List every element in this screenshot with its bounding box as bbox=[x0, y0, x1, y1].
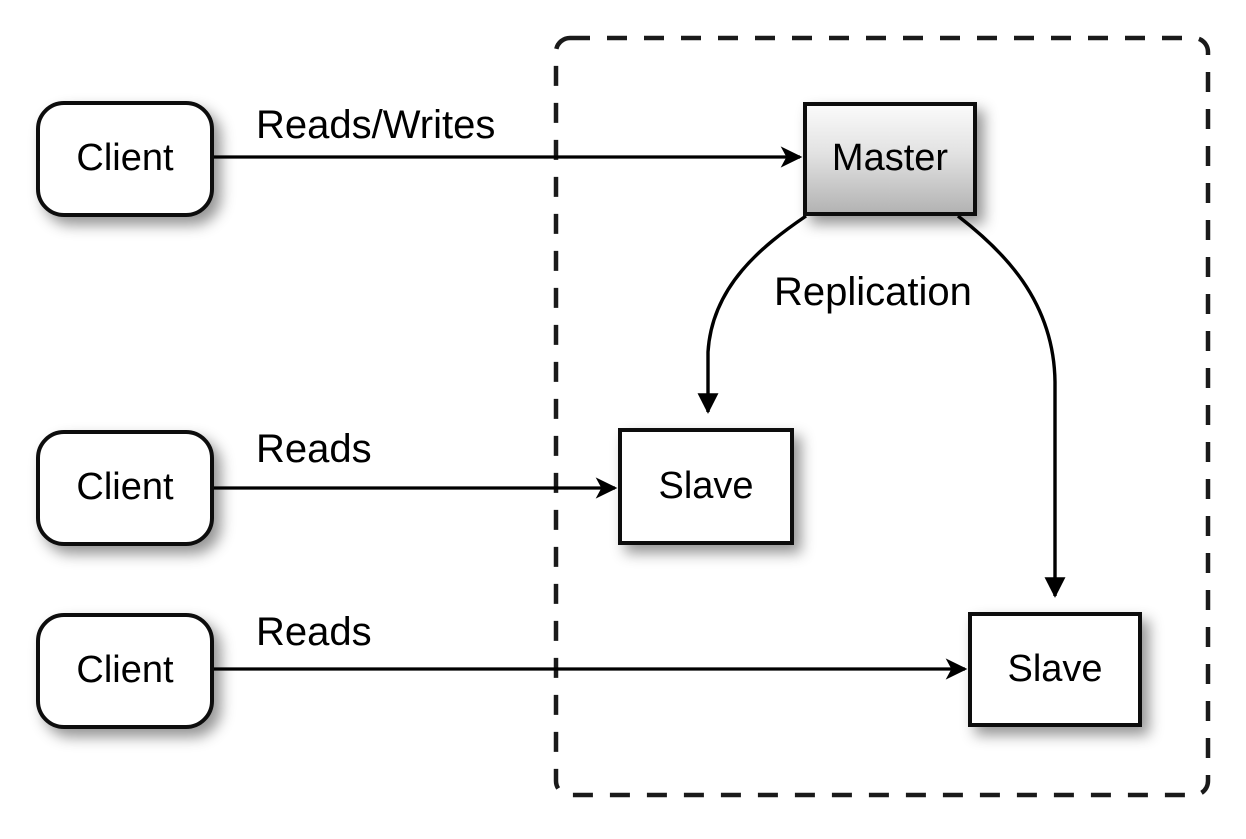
node-master[interactable]: Master bbox=[803, 102, 977, 216]
node-client-1[interactable]: Client bbox=[36, 101, 214, 217]
edge-label-replication: Replication bbox=[774, 270, 972, 314]
node-client-3[interactable]: Client bbox=[36, 613, 214, 729]
slave-2-label: Slave bbox=[1007, 648, 1102, 690]
edge-label-reads-writes: Reads/Writes bbox=[256, 103, 495, 147]
node-slave-2[interactable]: Slave bbox=[968, 612, 1142, 727]
client-1-shape bbox=[36, 101, 214, 217]
edge-label-reads-middle: Reads bbox=[256, 427, 372, 471]
client-2-shape bbox=[36, 430, 214, 546]
slave-2-shape bbox=[968, 612, 1142, 727]
edge-master-to-slave2-replication bbox=[956, 214, 1066, 598]
client-1-label: Client bbox=[76, 137, 174, 179]
master-label: Master bbox=[832, 137, 948, 179]
node-client-2[interactable]: Client bbox=[36, 430, 214, 546]
edge-master-to-slave1-replication bbox=[697, 214, 807, 414]
slave-1-label: Slave bbox=[658, 465, 753, 507]
database-cluster-boundary bbox=[553, 35, 1211, 798]
slave-1-shape bbox=[618, 428, 794, 545]
edge-label-reads-bottom: Reads bbox=[256, 610, 372, 654]
client-2-label: Client bbox=[76, 466, 174, 508]
client-3-shape bbox=[36, 613, 214, 729]
node-slave-1[interactable]: Slave bbox=[618, 428, 794, 545]
master-shape bbox=[803, 102, 977, 216]
client-3-label: Client bbox=[76, 649, 174, 691]
